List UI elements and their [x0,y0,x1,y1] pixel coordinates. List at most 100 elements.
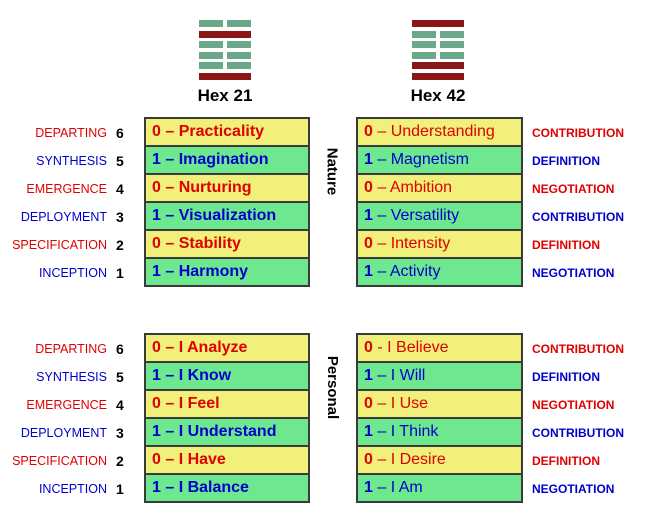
left-cell: 0 – Nurturing [146,175,310,203]
role-label: CONTRIBUTION [532,126,624,140]
line-number: 4 [116,397,124,413]
hexagram-line-segment [199,20,223,27]
bit-digit: 0 [364,451,373,468]
left-cell: 1 – Imagination [146,147,310,175]
line-number: 3 [116,425,124,441]
bit-digit: 0 [364,395,373,412]
right-cell: 1 – I Think [358,419,523,447]
hexagram-42-icon [412,20,464,80]
hexagram-line-segment [199,72,251,80]
hexagram-line-segment [199,30,251,38]
line-number: 6 [116,125,124,141]
hexagram-line-segment [412,41,436,48]
line-number: 5 [116,153,124,169]
left-cell: 0 – Practicality [146,119,310,147]
hexagram-line-segment [440,51,464,59]
left-cell: 0 – I Have [146,447,310,475]
hexagram-line-segment [199,41,223,48]
hexagram-line-segment [440,30,464,38]
cell-text: – I Use [372,395,429,412]
cell-text: – Intensity [372,235,451,252]
stage-label: DEPARTING [35,126,107,140]
hexagram-line-segment [440,41,464,48]
cell-text: – Magnetism [372,151,469,168]
bit-digit: 0 [364,179,373,196]
hexagram-line-segment [227,62,251,69]
right-cell: 1 – Magnetism [358,147,523,175]
hexagram-line-segment [227,20,251,27]
cell-text: – Activity [372,263,441,280]
bit-digit: 1 [364,423,373,440]
cell-text: – Understanding [372,123,495,140]
line-number: 2 [116,453,124,469]
hexagram-line-segment [412,72,464,80]
stage-label: SPECIFICATION [12,454,107,468]
bit-digit: 1 [364,479,373,496]
line-number: 6 [116,341,124,357]
right-cell: 0 – Ambition [358,175,523,203]
left-cell: 1 – I Balance [146,475,310,503]
role-label: DEFINITION [532,154,600,168]
left-cell: 1 – Visualization [146,203,310,231]
hexagram-line [199,51,251,59]
line-number: 5 [116,369,124,385]
right-cell: 0 - I Believe [358,335,523,363]
role-label: NEGOTIATION [532,398,615,412]
hexagram-line-segment [227,41,251,48]
left-cell: 0 – I Feel [146,391,310,419]
role-label: CONTRIBUTION [532,342,624,356]
hexagram-21-icon [199,20,251,80]
bit-digit: 0 [364,123,373,140]
right-cell: 1 – Activity [358,259,523,287]
role-label: NEGOTIATION [532,266,615,280]
hexagram-line-segment [227,51,251,59]
right-cell: 0 – Understanding [358,119,523,147]
role-label: DEFINITION [532,370,600,384]
stage-label: DEPLOYMENT [20,426,107,440]
hexagram-line [412,41,464,48]
bit-digit: 1 [364,151,373,168]
hexagram-line-segment [199,62,223,69]
line-number: 1 [116,265,124,281]
role-label: NEGOTIATION [532,182,615,196]
line-number: 3 [116,209,124,225]
role-label: DEFINITION [532,238,600,252]
stage-label: SPECIFICATION [12,238,107,252]
cell-text: – I Will [372,367,426,384]
hexagram-line [412,30,464,38]
section-label-personal: Personal [323,355,341,419]
cell-text: – I Desire [372,451,446,468]
left-cell: 1 – I Know [146,363,310,391]
hexagram-line-segment [412,62,464,69]
right-cell: 0 – I Use [358,391,523,419]
role-label: CONTRIBUTION [532,426,624,440]
hexagram-line [412,72,464,80]
stage-label: INCEPTION [38,266,107,280]
cell-text: – I Think [372,423,439,440]
stage-label: EMERGENCE [26,398,107,412]
hexagram-line [412,62,464,69]
right-cell: 0 – I Desire [358,447,523,475]
bit-digit: 1 [364,207,373,224]
stage-label: DEPARTING [35,342,107,356]
hexagram-line [412,20,464,27]
hexagram-line-segment [199,51,223,59]
section-label-nature: Nature [323,147,341,195]
right-cell: 1 – I Will [358,363,523,391]
role-label: NEGOTIATION [532,482,615,496]
hexagram-line [199,30,251,38]
left-cell: 1 – Harmony [146,259,310,287]
cell-text: – I Am [372,479,423,496]
left-cell: 0 – I Analyze [146,335,310,363]
hex-21-title: Hex 21 [197,86,253,105]
hexagram-line [199,72,251,80]
hexagram-line [199,62,251,69]
role-label: DEFINITION [532,454,600,468]
stage-label: EMERGENCE [26,182,107,196]
bit-digit: 0 [364,339,373,356]
left-cell: 0 – Stability [146,231,310,259]
